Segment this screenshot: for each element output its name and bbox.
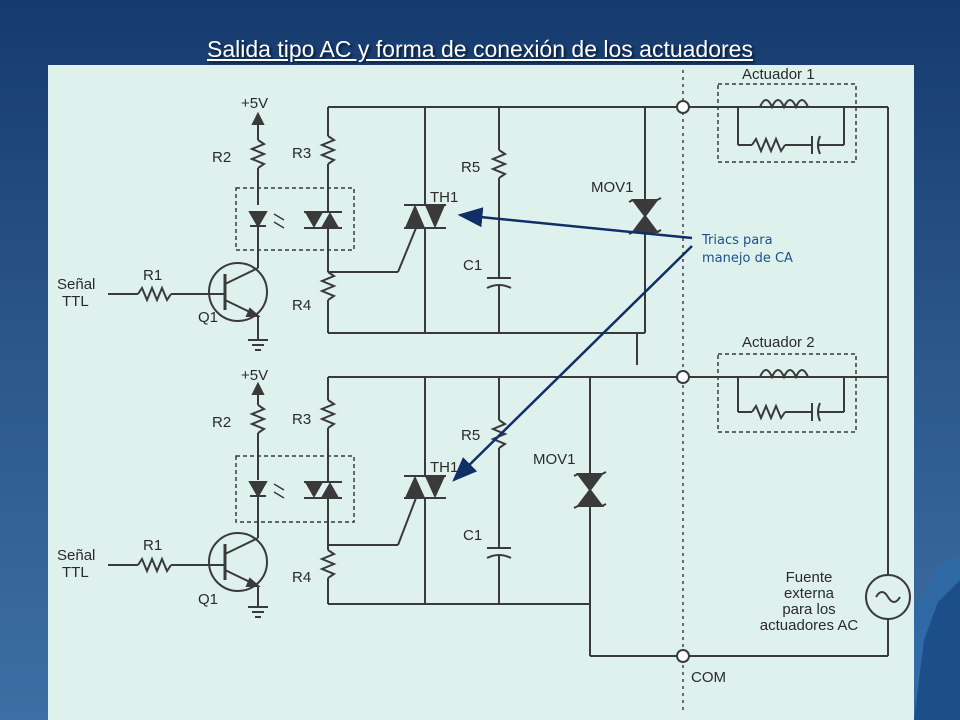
resistor-icon [249, 404, 267, 434]
mov-label-1: MOV1 [591, 179, 634, 196]
annotation-arrow-2 [452, 245, 693, 482]
resistor-icon [751, 403, 786, 421]
source-label-line3: para los [782, 601, 835, 618]
resistor-icon [319, 271, 337, 301]
capacitor-icon [486, 547, 512, 559]
r1-label-2: R1 [143, 537, 162, 554]
annotation-line1: Triacs para [701, 233, 773, 248]
r5-label-2: R5 [461, 427, 480, 444]
r4-label-1: R4 [292, 297, 311, 314]
transistor-label-1: Q1 [198, 309, 218, 326]
triac-label-2: TH1 [430, 459, 458, 476]
annotation-line2: manejo de CA [702, 251, 793, 266]
com-label: COM [691, 669, 726, 686]
input-label-2-line1: Señal [57, 547, 95, 564]
varistor-icon [628, 197, 662, 235]
r3-label-1: R3 [292, 145, 311, 162]
triac-icon [404, 204, 446, 229]
resistor-icon [319, 135, 337, 165]
supply-label-1: +5V [241, 95, 268, 112]
ac-source-icon [865, 574, 911, 620]
r5-label-1: R5 [461, 159, 480, 176]
actuator-1-label: Actuador 1 [742, 66, 815, 83]
actuator-2-label: Actuador 2 [742, 334, 815, 351]
triac-icon [404, 475, 446, 499]
source-label-line4: actuadores AC [760, 617, 859, 634]
transistor-label-2: Q1 [198, 591, 218, 608]
r2-label-1: R2 [212, 149, 231, 166]
input-label-2-line2: TTL [62, 564, 89, 581]
channel-1 [108, 83, 889, 575]
ground-icon [248, 339, 268, 351]
r1-label-1: R1 [143, 267, 162, 284]
source-label-line2: externa [784, 585, 835, 602]
schematic-panel [48, 65, 914, 720]
input-label-1-line2: TTL [62, 293, 89, 310]
resistor-icon [319, 549, 337, 579]
cap-label-1: C1 [463, 257, 482, 274]
npn-transistor-icon [208, 532, 268, 592]
ground-icon [248, 606, 268, 618]
resistor-icon [137, 285, 172, 303]
r2-label-2: R2 [212, 414, 231, 431]
mountain-decoration [900, 556, 960, 720]
supply-label-2: +5V [241, 367, 268, 384]
npn-transistor-icon [208, 262, 268, 322]
source-label-line1: Fuente [786, 569, 833, 586]
inductor-icon [759, 99, 809, 110]
varistor-icon [573, 471, 607, 509]
resistor-icon [319, 399, 337, 429]
resistor-icon [490, 149, 508, 179]
capacitor-icon [486, 277, 512, 289]
cap-label-2: C1 [463, 527, 482, 544]
r3-label-2: R3 [292, 411, 311, 428]
slide-title: Salida tipo AC y forma de conexión de lo… [207, 36, 753, 62]
input-label-1-line1: Señal [57, 276, 95, 293]
resistor-icon [249, 139, 267, 169]
channel-2 [108, 353, 911, 663]
resistor-icon [137, 556, 172, 574]
resistor-icon [490, 419, 508, 449]
optocoupler-icon [235, 187, 355, 251]
resistor-icon [751, 136, 786, 154]
r4-label-2: R4 [292, 569, 311, 586]
annotation-arrow-1 [457, 207, 693, 240]
mov-label-2: MOV1 [533, 451, 576, 468]
inductor-icon [759, 369, 809, 380]
optocoupler-icon [235, 455, 355, 523]
triac-label-1: TH1 [430, 189, 458, 206]
